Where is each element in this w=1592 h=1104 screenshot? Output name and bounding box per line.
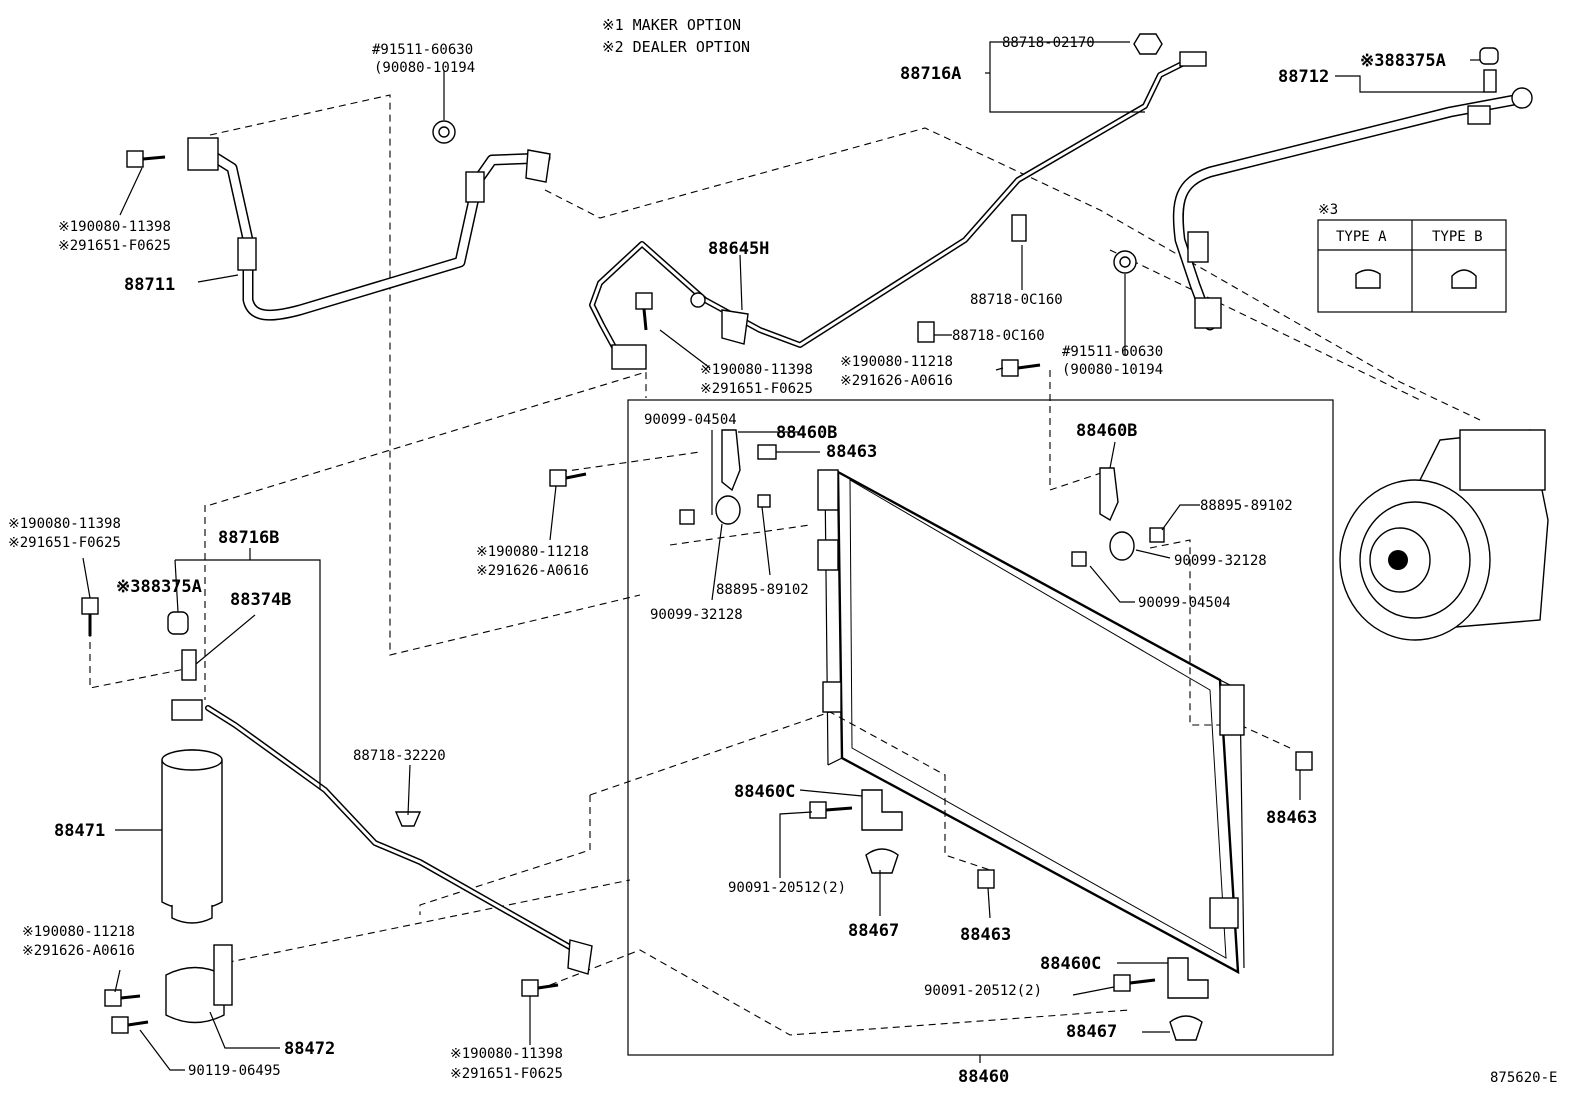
label-88460B-a: 88460B (776, 423, 837, 443)
type-table: ※3 TYPE A TYPE B (1317, 202, 1507, 313)
label-88895-89102-a: 88895-89102 (1200, 498, 1293, 514)
label-88467-a: 88467 (848, 921, 899, 941)
label-91626-A0616-b: ※291626-A0616 (476, 563, 589, 579)
label-91651-F0625-b: ※291651-F0625 (700, 381, 813, 397)
label-90119-06495: 90119-06495 (188, 1063, 281, 1079)
condenser-core (836, 469, 1240, 975)
label-90080-11398-c: ※190080-11398 (8, 516, 121, 532)
label-90080-10194-top: (90080-10194 (374, 60, 475, 76)
label-88711: 88711 (124, 275, 175, 295)
label-88718-0C160-a: 88718-0C160 (970, 292, 1063, 308)
label-90080-11398-a: ※190080-11398 (58, 219, 171, 235)
label-88718-32220: 88718-32220 (353, 748, 446, 764)
label-88895-89102-b: 88895-89102 (716, 582, 809, 598)
label-88712: 88712 (1278, 67, 1329, 87)
label-88375A-left: ※388375A (116, 577, 202, 597)
label-90099-32128-b: 90099-32128 (650, 607, 743, 623)
label-88460C-b: 88460C (1040, 954, 1101, 974)
label-90080-11398-b: ※190080-11398 (700, 362, 813, 378)
bracket-88472 (165, 944, 233, 1024)
label-88463-c: 88463 (1266, 808, 1317, 828)
label-90080-11218-a: ※190080-11218 (840, 354, 953, 370)
label-88374B: 88374B (230, 590, 291, 610)
label-91511-60630-right: #91511-60630 (1062, 344, 1163, 360)
label-90080-11398-d: ※190080-11398 (450, 1046, 563, 1062)
leader-lines (82, 41, 1484, 1071)
label-88716A: 88716A (900, 64, 961, 84)
label-91651-F0625-a: ※291651-F0625 (58, 238, 171, 254)
label-88471: 88471 (54, 821, 105, 841)
label-91511-60630-top: #91511-60630 (372, 42, 473, 58)
label-88460C-a: 88460C (734, 782, 795, 802)
label-88472: 88472 (284, 1039, 335, 1059)
type-table-marker: ※3 (1318, 202, 1338, 218)
note-dealer-option: ※2 DEALER OPTION (602, 38, 750, 56)
type-a-cap-icon (1355, 269, 1381, 289)
label-88718-02170: 88718-02170 (1002, 35, 1095, 51)
label-88463-b: 88463 (960, 925, 1011, 945)
receiver-dryer-88471 (161, 749, 223, 924)
label-90091-20512-b: 90091-20512(2) (924, 983, 1042, 999)
pipe-88712 (1172, 87, 1533, 331)
label-90099-04504-a: 90099-04504 (644, 412, 737, 428)
label-91626-A0616-a: ※291626-A0616 (840, 373, 953, 389)
labels: ※1 MAKER OPTION ※2 DEALER OPTION #91511-… (8, 16, 1557, 1087)
label-90080-11218-b: ※190080-11218 (476, 544, 589, 560)
label-90080-11218-c: ※190080-11218 (22, 924, 135, 940)
label-90099-32128-a: 90099-32128 (1174, 553, 1267, 569)
small-parts (81, 33, 1499, 1041)
label-88467-b: 88467 (1066, 1022, 1117, 1042)
dashed-guides (89, 94, 1481, 1036)
label-90080-10194-right: (90080-10194 (1062, 362, 1163, 378)
label-91651-F0625-d: ※291651-F0625 (450, 1066, 563, 1082)
label-90091-20512-a: 90091-20512(2) (728, 880, 846, 896)
label-88460: 88460 (958, 1067, 1009, 1087)
label-90099-04504-b: 90099-04504 (1138, 595, 1231, 611)
compressor (1339, 429, 1549, 641)
label-88718-0C160-b: 88718-0C160 (952, 328, 1045, 344)
label-88460B-b: 88460B (1076, 421, 1137, 441)
label-88375A-top: ※388375A (1360, 51, 1446, 71)
label-88645H: 88645H (708, 239, 769, 259)
type-a-header: TYPE A (1336, 229, 1387, 245)
tube-88716B (171, 699, 593, 975)
figure-number: 875620-E (1490, 1070, 1557, 1086)
type-b-header: TYPE B (1432, 229, 1483, 245)
condenser-assembly (627, 399, 1334, 1056)
label-88716B: 88716B (218, 528, 279, 548)
type-b-cap-icon (1451, 269, 1477, 289)
label-88463-a: 88463 (826, 442, 877, 462)
pipe-88711 (187, 137, 551, 321)
label-91626-A0616-c: ※291626-A0616 (22, 943, 135, 959)
tube-88716A (589, 51, 1207, 370)
label-91651-F0625-c: ※291651-F0625 (8, 535, 121, 551)
note-maker-option: ※1 MAKER OPTION (602, 16, 741, 34)
